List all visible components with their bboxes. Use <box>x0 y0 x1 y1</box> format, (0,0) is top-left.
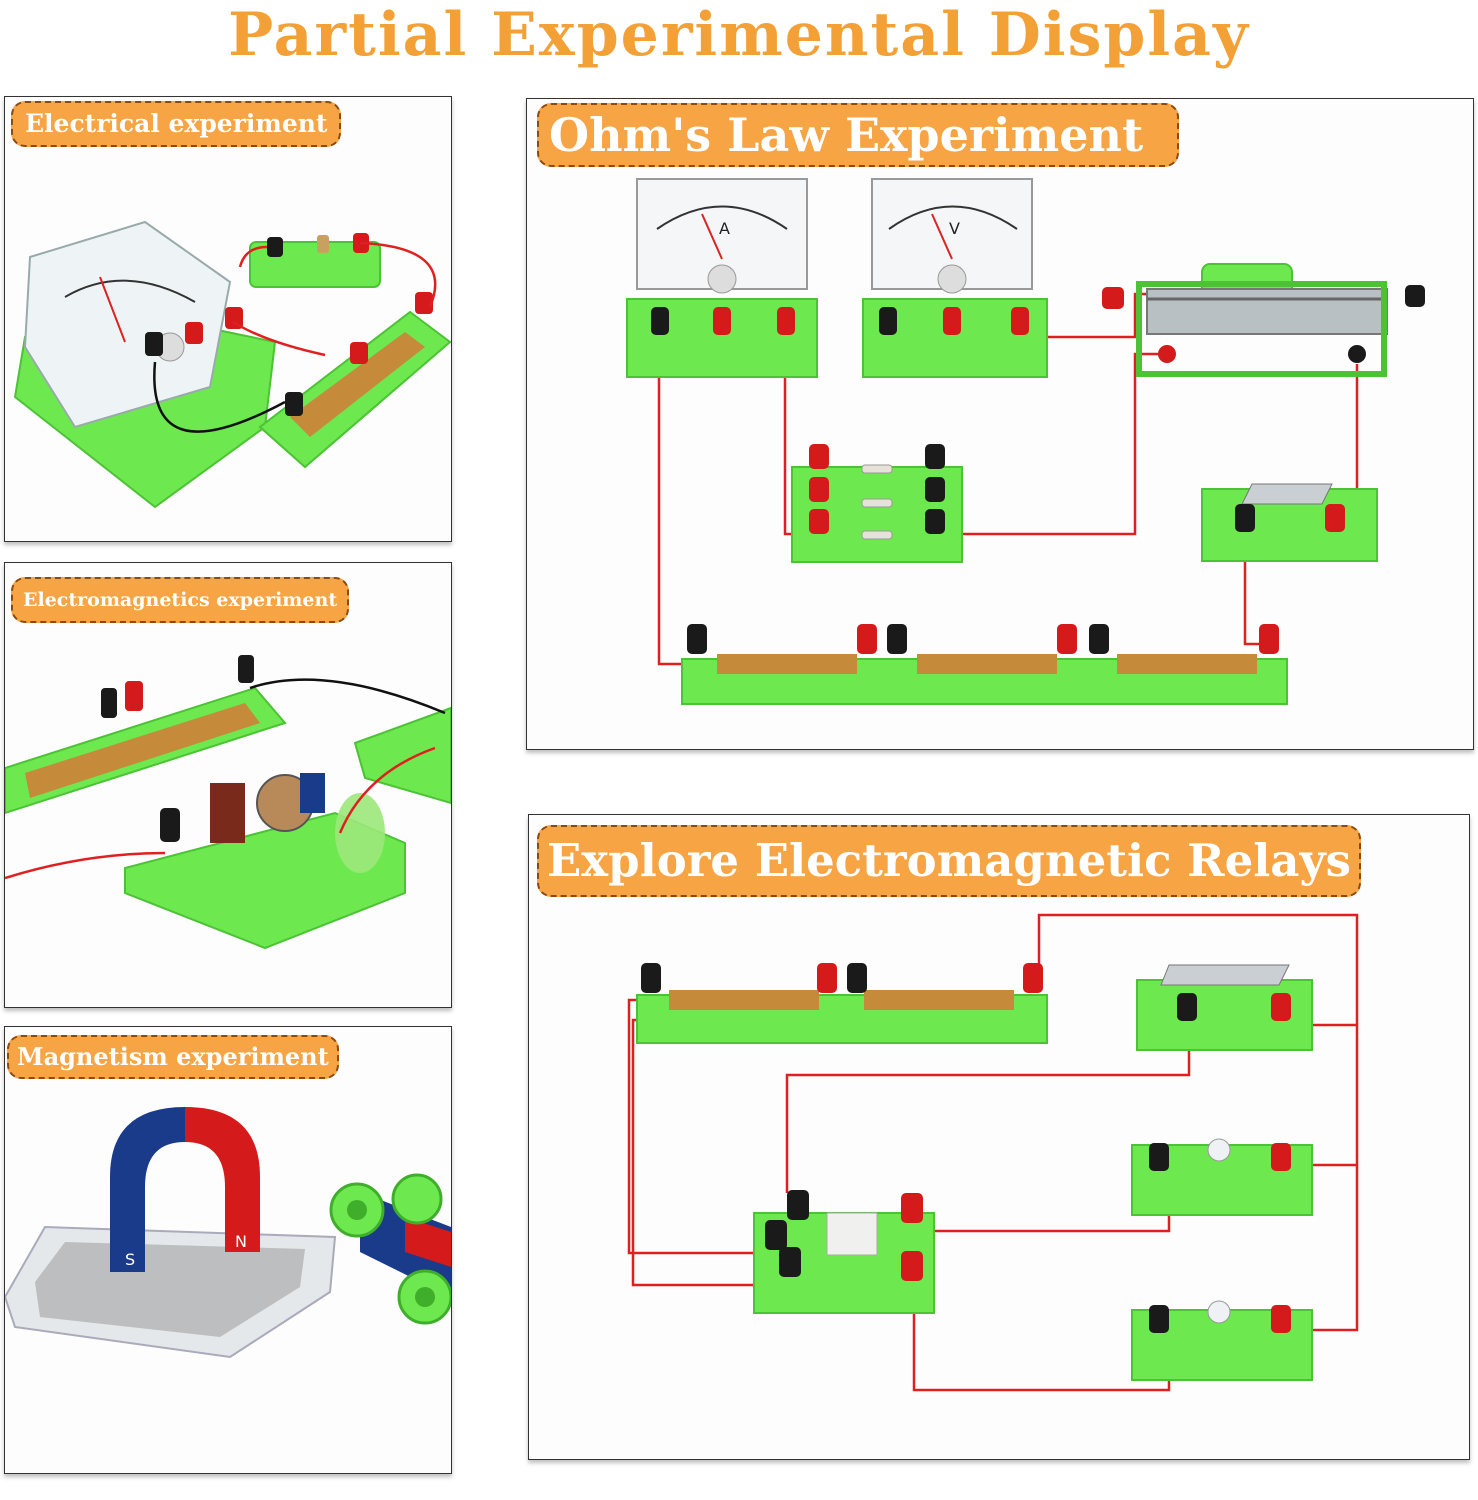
ohms-law-circuit-diagram: A V <box>626 178 1425 705</box>
ammeter: A <box>626 178 818 378</box>
voltmeter-symbol: V <box>949 219 960 238</box>
relay-module <box>753 1190 935 1314</box>
relay-switch <box>1136 964 1313 1051</box>
electrical-experiment-tag: Electrical experiment <box>11 101 342 147</box>
knife-switch <box>1201 483 1378 562</box>
battery-holder <box>681 624 1288 705</box>
electrical-experiment-illustration <box>13 220 451 509</box>
page-title: Partial Experimental Display <box>228 0 1250 70</box>
voltmeter: V <box>862 178 1048 378</box>
lamp-board-2 <box>1131 1300 1313 1381</box>
electrical-experiment-panel: Electrical experiment <box>4 96 452 542</box>
relays-experiment-tag: Explore Electromagnetic Relays <box>537 825 1361 897</box>
magnetism-experiment-tag: Magnetism experiment <box>7 1035 339 1079</box>
ammeter-symbol: A <box>719 219 730 238</box>
electromagnetics-experiment-panel: Electromagnetics experiment <box>4 562 452 1008</box>
electromagnetics-experiment-illustration <box>5 655 451 950</box>
electromagnetics-experiment-tag: Electromagnetics experiment <box>11 577 350 623</box>
magnet-north-pole-label: N <box>235 1232 247 1251</box>
magnet-south-pole-label: S <box>125 1250 135 1269</box>
lamp-board-1 <box>1131 1138 1313 1216</box>
magnetism-experiment-panel: S N Magnetism experiment <box>4 1026 452 1474</box>
resistor-board <box>791 444 963 563</box>
relays-circuit-diagram <box>627 913 1359 1392</box>
ohms-law-experiment-panel: A V <box>526 98 1474 750</box>
relays-experiment-panel: Explore Electromagnetic Relays <box>528 814 1470 1460</box>
relay-battery-holder <box>636 963 1048 1044</box>
rheostat <box>1102 263 1425 377</box>
ohms-law-experiment-tag: Ohm's Law Experiment <box>537 103 1180 167</box>
ohms-wire-left <box>657 327 687 666</box>
magnetism-experiment-illustration: S N <box>5 1107 451 1359</box>
